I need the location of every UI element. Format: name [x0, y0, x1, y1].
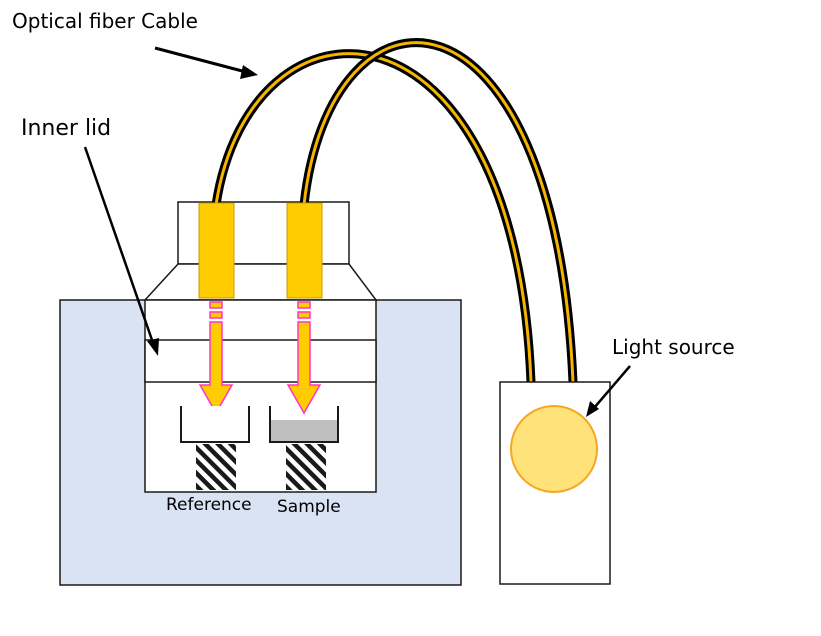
- beam-dash: [209, 311, 223, 319]
- light-beam-sample: [286, 301, 322, 415]
- light-beam-reference: [198, 301, 234, 415]
- fiber-connector-sample: [286, 202, 323, 299]
- arrow-icon: [586, 365, 631, 417]
- inner-lid-label: Inner lid: [21, 116, 111, 141]
- fiber-cable-sample-core: [302, 41, 575, 383]
- beam-dash: [297, 311, 311, 319]
- light-source-label: Light source: [612, 335, 735, 359]
- reference-stand: [196, 444, 236, 490]
- arrow-icon: [83, 146, 159, 356]
- reference-cup: [180, 406, 250, 443]
- sample-cup: [269, 406, 339, 443]
- light-bulb-icon: [510, 405, 598, 493]
- reference-label: Reference: [166, 495, 252, 515]
- inner-lid: [144, 339, 377, 383]
- sample-label: Sample: [277, 497, 341, 517]
- optical-fiber-cable-label: Optical fiber Cable: [12, 9, 198, 33]
- fiber-connector-reference: [198, 202, 235, 299]
- measurement-chamber: [144, 299, 377, 493]
- beam-arrow: [198, 321, 234, 415]
- down-arrow-icon: [297, 301, 311, 309]
- probe-head-skirt: [143, 263, 378, 301]
- fiber-cable-reference-core: [214, 52, 533, 383]
- sample-material: [270, 420, 338, 442]
- beam-arrow: [286, 321, 322, 415]
- down-arrow-icon: [209, 301, 223, 309]
- sample-stand: [286, 444, 326, 490]
- arrow-icon: [154, 46, 258, 79]
